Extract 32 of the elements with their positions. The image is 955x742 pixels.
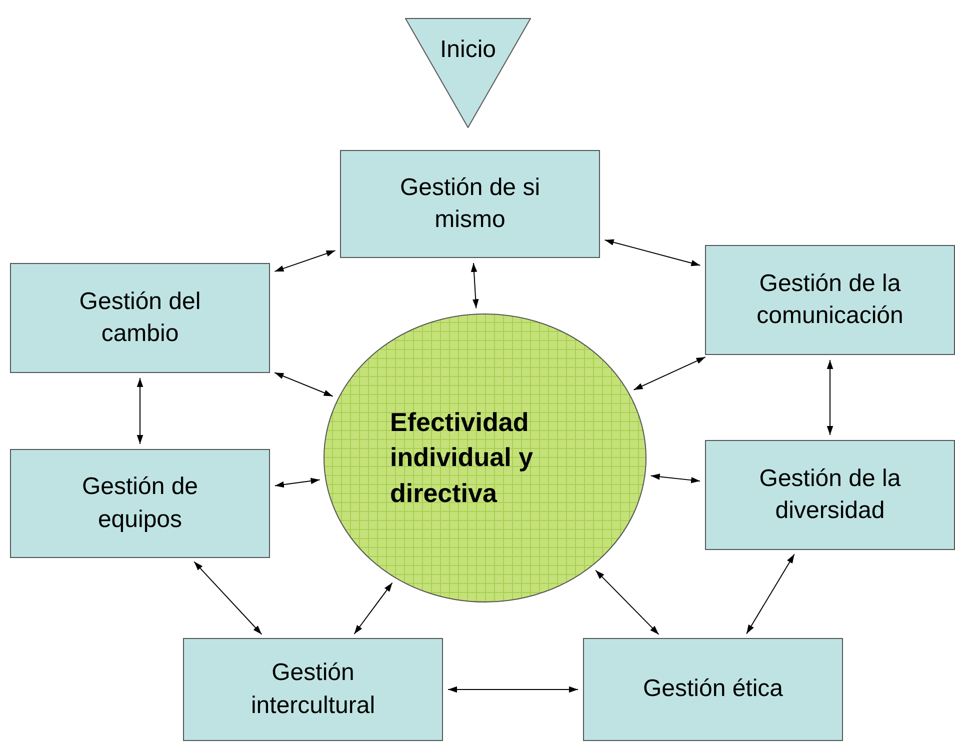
connector-arrow [650, 474, 701, 484]
start-triangle [405, 18, 531, 128]
process-box [583, 638, 843, 741]
connector-arrow [470, 262, 479, 309]
process-box [10, 449, 270, 558]
node-label: Gestión de equipos [80, 472, 200, 534]
node-label: Gestión ética [642, 674, 784, 704]
connector-arrow [604, 239, 701, 266]
connector-arrow [274, 478, 320, 488]
node-label: Gestión intercultural [250, 658, 376, 720]
connector-arrow [274, 250, 336, 272]
process-box [340, 150, 600, 258]
connector-arrow [595, 570, 660, 635]
center-label: Efectividad individual y directiva [390, 406, 534, 510]
central-ellipse [323, 313, 647, 603]
process-box [705, 440, 955, 550]
process-box [705, 245, 955, 355]
connector-arrow [448, 686, 578, 693]
process-box [183, 638, 443, 741]
connector-arrow [136, 378, 144, 444]
connector-arrow [274, 372, 334, 397]
node-label: Gestión de la diversidad [758, 464, 902, 526]
connector-arrow [746, 554, 795, 634]
node-label: Gestión de si mismo [398, 172, 542, 235]
connector-arrow [826, 360, 834, 436]
connector-arrow [194, 561, 262, 635]
node-label: Gestión de la comunicación [756, 268, 904, 331]
connector-arrow [354, 582, 393, 634]
connector-arrow [633, 356, 706, 390]
node-label: Gestión del cambio [78, 286, 202, 349]
node-label: Inicio [438, 35, 498, 65]
process-box [10, 263, 270, 373]
